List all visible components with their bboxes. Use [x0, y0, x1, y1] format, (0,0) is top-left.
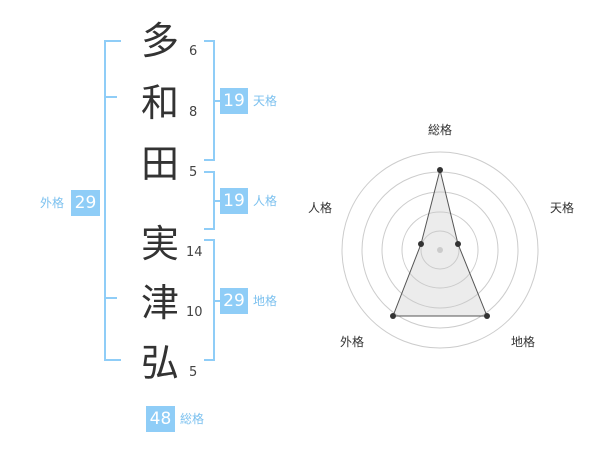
name-char-1: 多 — [140, 19, 179, 63]
chikaku-label: 地格 — [253, 294, 278, 308]
tenkaku-label: 天格 — [253, 94, 278, 108]
name-char-6: 弘 — [140, 341, 179, 385]
gaikaku-label: 外格 — [40, 196, 65, 210]
gaikaku-value: 29 — [71, 190, 100, 216]
name-char-5: 津 — [140, 281, 179, 325]
stroke-count-1: 6 — [189, 44, 198, 59]
name-char-4: 実 — [140, 222, 179, 266]
radar-label-soukaku: 総格 — [428, 123, 453, 137]
stroke-count-5: 10 — [186, 305, 203, 320]
radar-point-jinkaku — [418, 241, 424, 247]
radar-point-soukaku — [437, 167, 443, 173]
stroke-count-4: 14 — [186, 245, 203, 260]
name-char-2: 和 — [140, 81, 179, 125]
radar-label-jinkaku: 人格 — [308, 201, 333, 215]
soukaku-value: 48 — [146, 406, 175, 432]
soukaku-label: 総格 — [180, 412, 205, 426]
radar-point-chikaku — [484, 313, 490, 319]
radar-ring-1 — [341, 151, 539, 349]
tenkaku-value: 19 — [220, 88, 248, 114]
stroke-count-3: 5 — [189, 165, 198, 180]
gaikaku-bracket — [104, 40, 121, 361]
jinkaku-label: 人格 — [253, 194, 278, 208]
stroke-count-6: 5 — [189, 365, 198, 380]
chikaku-value: 29 — [220, 288, 248, 314]
radar-center-dot — [437, 247, 443, 253]
radar-point-tenkaku — [455, 241, 461, 247]
radar-ring-5 — [420, 230, 460, 270]
name-char-3: 田 — [140, 142, 179, 186]
radar-point-gaikaku — [390, 313, 396, 319]
bracket-lines — [104, 40, 220, 361]
stroke-count-2: 8 — [189, 105, 198, 120]
radar-shape — [392, 169, 488, 317]
radar-label-chikaku: 地格 — [511, 335, 536, 349]
radar-ring-3 — [381, 191, 499, 309]
radar-label-tenkaku: 天格 — [550, 201, 575, 215]
radar-label-gaikaku: 外格 — [340, 335, 365, 349]
radar-ring-4 — [401, 211, 479, 289]
jinkaku-value: 19 — [220, 188, 248, 214]
